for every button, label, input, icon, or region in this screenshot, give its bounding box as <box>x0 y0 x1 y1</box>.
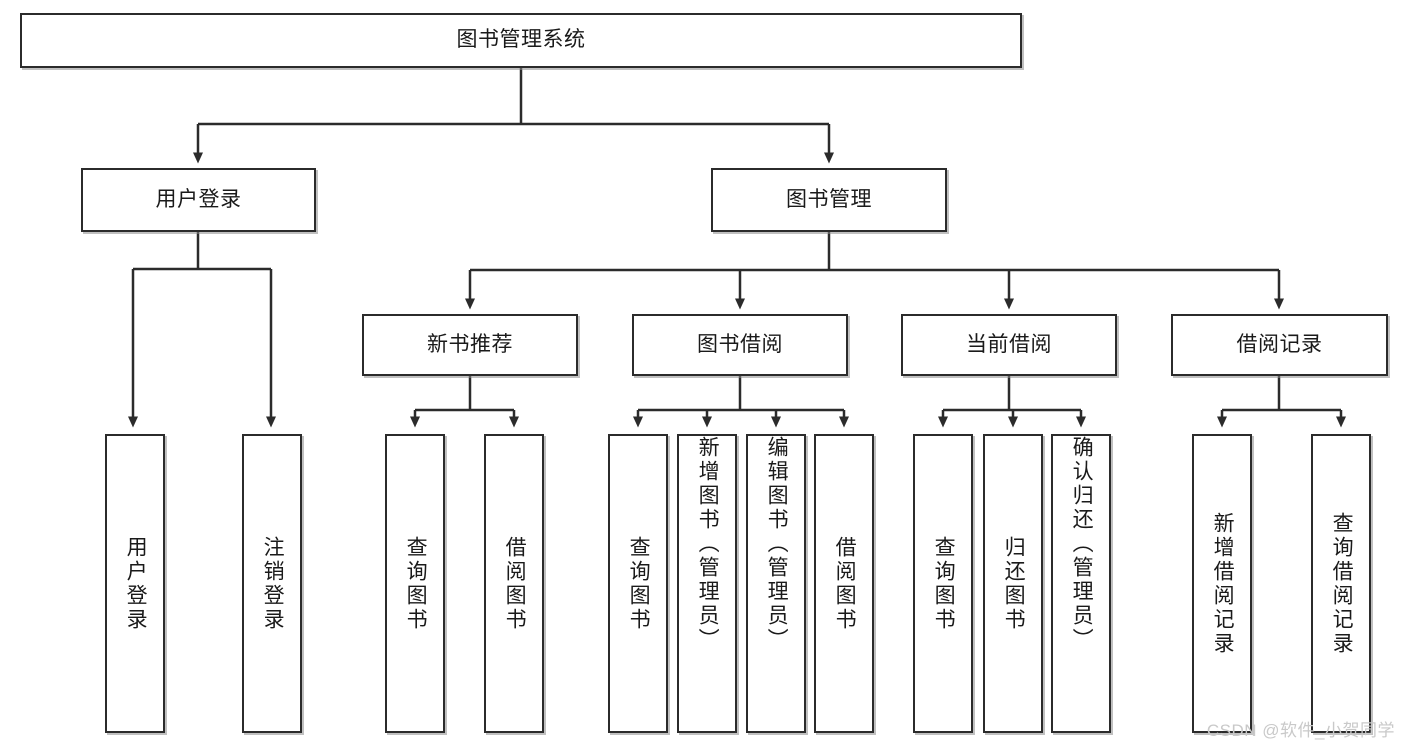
node-leaf-add-borrow-record[interactable]: 新增借阅记录 <box>1192 434 1252 733</box>
node-leaf-borrow-book-recommend[interactable]: 借阅图书 <box>484 434 544 733</box>
node-leaf-user-login-label: 用户登录 <box>124 535 148 632</box>
node-leaf-borrow-book[interactable]: 借阅图书 <box>814 434 874 733</box>
node-leaf-query-borrow-record[interactable]: 查询借阅记录 <box>1311 434 1371 733</box>
node-user-login-label: 用户登录 <box>155 187 242 211</box>
node-leaf-return-book-label: 归还图书 <box>1002 535 1026 632</box>
node-book-management-label: 图书管理 <box>786 187 872 211</box>
node-leaf-add-book[interactable]: 新增图书（管理员） <box>677 434 737 733</box>
node-leaf-query-book-recommend[interactable]: 查询图书 <box>385 434 445 733</box>
node-leaf-logout-label: 注销登录 <box>261 535 285 632</box>
node-user-login[interactable]: 用户登录 <box>81 168 316 232</box>
node-leaf-add-borrow-record-label: 新增借阅记录 <box>1211 511 1235 656</box>
node-book-management[interactable]: 图书管理 <box>711 168 947 232</box>
node-leaf-edit-book-label: 编辑图书（管理员） <box>765 436 789 652</box>
node-leaf-return-book[interactable]: 归还图书 <box>983 434 1043 733</box>
node-leaf-borrow-book-label: 借阅图书 <box>833 535 857 632</box>
node-leaf-query-book-recommend-label: 查询图书 <box>404 535 428 632</box>
node-leaf-query-book-borrow-label: 查询图书 <box>627 535 651 632</box>
node-leaf-query-borrow-record-label: 查询借阅记录 <box>1330 511 1354 656</box>
node-leaf-confirm-return[interactable]: 确认归还（管理员） <box>1051 434 1111 733</box>
node-borrow-record-label: 借阅记录 <box>1236 332 1323 356</box>
node-leaf-borrow-book-recommend-label: 借阅图书 <box>503 535 527 632</box>
node-leaf-edit-book[interactable]: 编辑图书（管理员） <box>746 434 806 733</box>
node-leaf-add-book-label: 新增图书（管理员） <box>696 436 720 652</box>
node-new-book-recommend-label: 新书推荐 <box>427 332 513 356</box>
node-book-borrow[interactable]: 图书借阅 <box>632 314 848 376</box>
node-current-borrow-label: 当前借阅 <box>966 332 1052 356</box>
node-root-label: 图书管理系统 <box>456 28 586 52</box>
node-leaf-confirm-return-label: 确认归还（管理员） <box>1070 436 1094 652</box>
node-borrow-record[interactable]: 借阅记录 <box>1171 314 1388 376</box>
node-leaf-query-book-current-label: 查询图书 <box>932 535 956 632</box>
node-leaf-user-login[interactable]: 用户登录 <box>105 434 165 733</box>
node-new-book-recommend[interactable]: 新书推荐 <box>362 314 578 376</box>
node-leaf-query-book-current[interactable]: 查询图书 <box>913 434 973 733</box>
node-root[interactable]: 图书管理系统 <box>20 13 1022 68</box>
node-leaf-query-book-borrow[interactable]: 查询图书 <box>608 434 668 733</box>
node-current-borrow[interactable]: 当前借阅 <box>901 314 1117 376</box>
node-leaf-logout[interactable]: 注销登录 <box>242 434 302 733</box>
csdn-watermark: CSDN @软件_小贺同学 <box>1206 721 1395 740</box>
node-book-borrow-label: 图书借阅 <box>697 332 783 356</box>
